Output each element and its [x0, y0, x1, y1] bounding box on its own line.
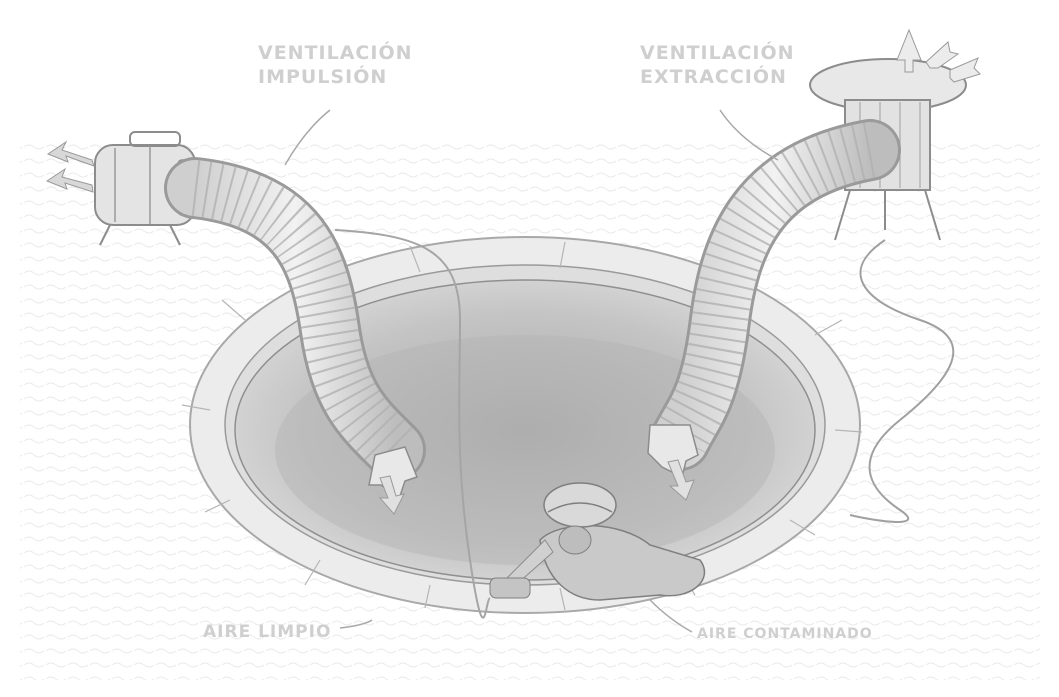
extraccion-label-line2: EXTRACCIÓN — [640, 66, 795, 90]
aire-limpio-label: AIRE LIMPIO — [203, 622, 331, 643]
impulsion-label-line1: VENTILACIÓN — [258, 42, 413, 66]
impulsion-label-line2: IMPULSIÓN — [258, 66, 413, 90]
manhole — [182, 237, 862, 613]
aire-contaminado-label: AIRE CONTAMINADO — [697, 626, 873, 644]
extraccion-label-line1: VENTILACIÓN — [640, 42, 795, 66]
extraccion-label: VENTILACIÓN EXTRACCIÓN — [640, 42, 795, 90]
impulsion-label: VENTILACIÓN IMPULSIÓN — [258, 42, 413, 90]
